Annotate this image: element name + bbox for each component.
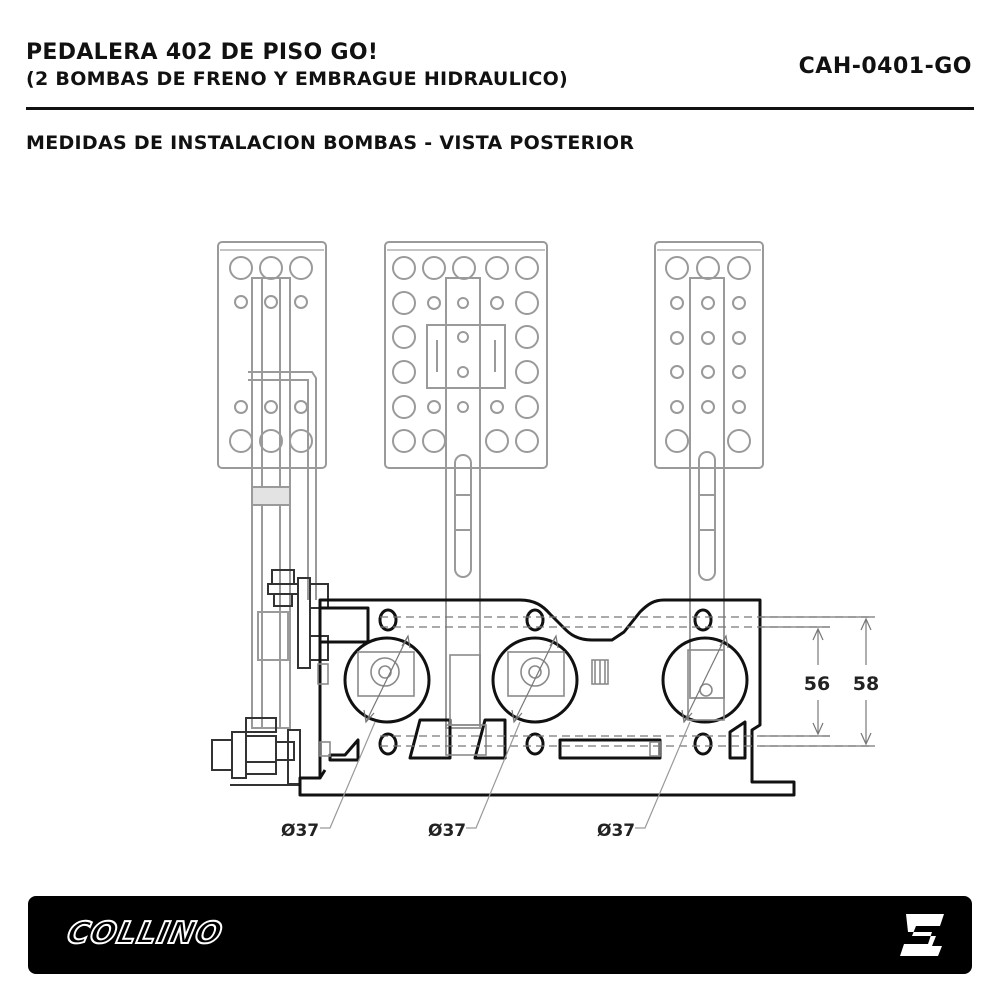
bore-center-label: Ø37 [428,821,466,841]
bore-left-label: Ø37 [281,821,319,841]
collino-wordmark: COLLINO [63,915,227,952]
bore-right-label: Ø37 [597,821,635,841]
pedal-left [217,241,327,729]
header-divider [26,107,974,110]
dim-58-label: 58 [853,673,879,695]
cylinder-internals [317,649,725,757]
pedal-center [384,241,548,729]
pedal-right [654,241,764,699]
page-title: PEDALERA 402 DE PISO GO! [26,40,379,65]
collino-c-logo-icon [900,914,944,956]
side-hardware [211,569,329,786]
dimension-lines [320,616,875,829]
dim-56-label: 56 [804,673,830,695]
page-subtitle: (2 BOMBAS DE FRENO Y EMBRAGUE HIDRAULICO… [26,68,569,90]
section-title: MEDIDAS DE INSTALACION BOMBAS - VISTA PO… [26,132,635,154]
product-code: CAH-0401-GO [798,54,972,79]
dimension-labels: 56 58 Ø37 Ø37 Ø37 [281,673,879,841]
master-cylinder-plate [298,598,796,797]
footer-bar: COLLINO [28,896,972,974]
